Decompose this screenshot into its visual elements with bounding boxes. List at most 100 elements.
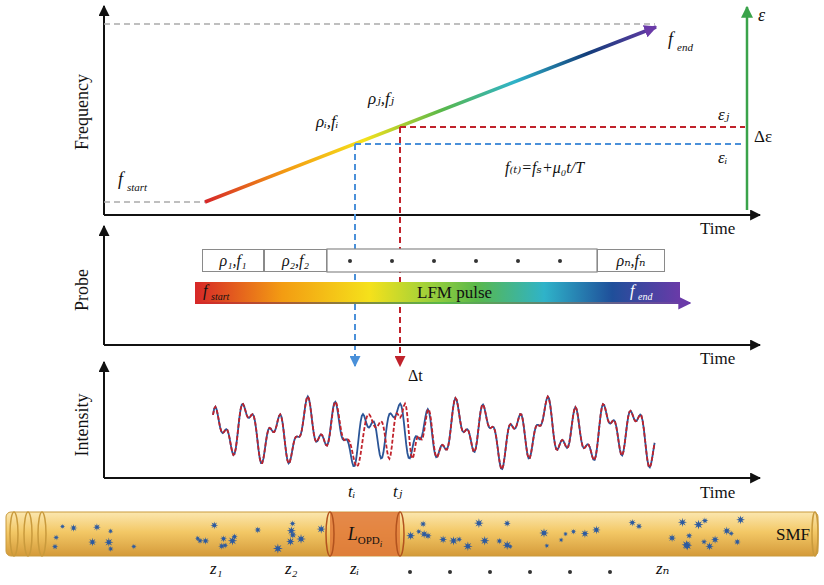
scatter-point bbox=[254, 526, 261, 533]
axis-title: ε bbox=[758, 6, 765, 24]
fiber-rings bbox=[10, 512, 818, 556]
projection-arrow bbox=[399, 127, 401, 366]
scatter-point bbox=[439, 535, 447, 543]
scatter-point bbox=[53, 534, 59, 540]
scatter-point bbox=[711, 536, 719, 544]
scatter-point bbox=[559, 537, 564, 542]
axis-title: Time bbox=[700, 484, 735, 501]
scatter-point bbox=[736, 515, 745, 524]
delay-label: Δt bbox=[408, 368, 423, 384]
axis bbox=[103, 226, 105, 345]
position-label: z₁ bbox=[210, 560, 223, 577]
scatter-point bbox=[496, 538, 503, 545]
guide-line bbox=[104, 201, 205, 203]
node-text: ρₙ,fₙ bbox=[616, 253, 645, 269]
axis bbox=[104, 344, 760, 346]
position-label: zₙ bbox=[656, 560, 670, 577]
axis bbox=[104, 214, 760, 216]
subscript: end bbox=[677, 42, 693, 53]
scatter-point bbox=[705, 542, 713, 550]
time-label: tⱼ bbox=[393, 483, 402, 500]
scatter-point bbox=[563, 531, 568, 536]
scatter-point bbox=[480, 536, 490, 546]
node-text: SMF bbox=[776, 526, 810, 543]
node-text: L bbox=[348, 525, 358, 543]
subscript: end bbox=[638, 292, 652, 302]
axis bbox=[103, 362, 105, 478]
scatter-point bbox=[60, 524, 65, 529]
symbol: f bbox=[668, 30, 673, 48]
scatter-point bbox=[317, 525, 326, 534]
scatter-point bbox=[228, 536, 237, 545]
probe-segment-box: ρ₁,f₁ bbox=[202, 249, 264, 272]
scatter-point bbox=[682, 540, 692, 550]
strain-label: εⱼ bbox=[718, 106, 729, 123]
axis-title: Intensity bbox=[73, 394, 91, 457]
probe-segment-box: ρₙ,fₙ bbox=[597, 249, 665, 272]
point-label: ρⱼ,fⱼ bbox=[368, 90, 394, 107]
node-text: ρ₂,f₂ bbox=[282, 253, 309, 269]
subscript: start bbox=[127, 182, 147, 193]
intensity-traces bbox=[213, 397, 655, 470]
guide-line bbox=[400, 126, 745, 128]
time-label: tᵢ bbox=[348, 483, 355, 500]
scatter-point bbox=[131, 544, 137, 550]
node-text: LFM pulse bbox=[417, 284, 492, 301]
axis-title: Probe bbox=[73, 269, 91, 311]
scatter-point bbox=[728, 531, 734, 537]
scatter-point bbox=[108, 546, 114, 552]
scatter-point bbox=[581, 530, 589, 538]
node-text: i bbox=[380, 540, 383, 549]
node-text: ρ₁,f₁ bbox=[219, 253, 246, 269]
scatter-point bbox=[474, 518, 484, 528]
scatter-point bbox=[220, 535, 227, 542]
scatter-point bbox=[702, 517, 709, 524]
scatter-point bbox=[592, 526, 601, 535]
scatter-point bbox=[544, 543, 549, 548]
scatter-point bbox=[701, 539, 707, 545]
position-label: z₂ bbox=[285, 560, 298, 577]
axis bbox=[104, 477, 760, 479]
scatter-point bbox=[420, 521, 427, 528]
scatter-point bbox=[287, 526, 296, 535]
probe-segment bbox=[327, 249, 597, 272]
pulse-arrow bbox=[195, 302, 690, 304]
subscript: start bbox=[211, 292, 229, 302]
scatter-point bbox=[210, 521, 218, 529]
lfm-pulse-bar: LFM pulse bbox=[195, 282, 680, 302]
scatter-point bbox=[52, 543, 59, 549]
ellipsis-dots bbox=[408, 570, 612, 574]
opd-segment-fill bbox=[330, 512, 400, 556]
opd-segment: LOPDi bbox=[330, 512, 400, 556]
scatter-point bbox=[502, 540, 512, 550]
scatter-point bbox=[636, 523, 643, 530]
symbol: f bbox=[118, 170, 123, 188]
scatter-point bbox=[104, 538, 113, 547]
scatter-point bbox=[273, 544, 283, 554]
scatter-point bbox=[424, 532, 432, 540]
scatter-point bbox=[456, 536, 462, 542]
scatter-point bbox=[629, 519, 637, 527]
axis bbox=[103, 6, 105, 215]
opd-segment-rings bbox=[326, 512, 404, 556]
scatter-point bbox=[406, 531, 415, 540]
scatter-point bbox=[88, 538, 97, 547]
scatter-point bbox=[668, 534, 676, 542]
guide-line bbox=[104, 23, 655, 25]
axis-title: Frequency bbox=[73, 74, 91, 150]
probe-segment-box: ρ₂,f₂ bbox=[264, 249, 327, 272]
ellipsis-dots bbox=[348, 259, 562, 263]
formula: f₍ₜ₎=fₛ+μ₀t/T bbox=[505, 160, 584, 176]
symbol: f bbox=[630, 283, 634, 299]
fiber-body bbox=[6, 512, 818, 556]
chirp-line bbox=[205, 27, 656, 202]
reference-trace bbox=[213, 397, 655, 470]
scatter-point bbox=[416, 529, 422, 535]
scatter-point bbox=[93, 523, 101, 531]
scatter-point bbox=[289, 520, 296, 527]
single-mode-fiber: SMF LOPDi bbox=[0, 512, 824, 556]
scatter-point bbox=[678, 518, 687, 527]
scatter-point bbox=[463, 542, 473, 552]
scatter-point bbox=[734, 538, 741, 545]
